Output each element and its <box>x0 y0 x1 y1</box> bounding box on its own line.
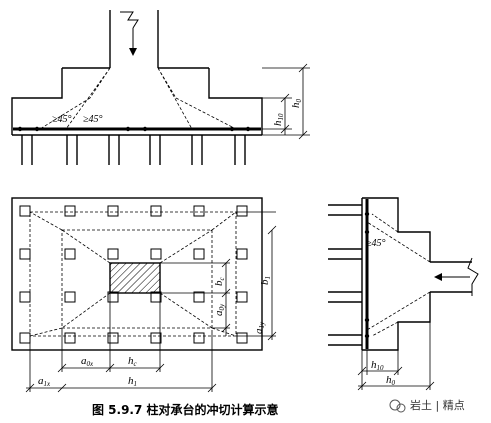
dim-extension-lines <box>262 67 310 136</box>
plan-dim-extensions <box>29 293 213 392</box>
side-dim-lines <box>358 370 430 387</box>
dim-b1-label: b1 <box>259 276 272 285</box>
side-piles <box>328 204 362 346</box>
angle-label-left: ≥45° <box>52 114 72 125</box>
inner-step-outline <box>61 229 213 329</box>
dim-h0-label: h0 <box>290 99 303 109</box>
load-arrow-head <box>129 48 137 56</box>
cap-outline <box>11 197 263 351</box>
side-view: ≥45° h10 h0 <box>328 197 479 391</box>
watermark: 岩土 | 精点 <box>389 398 465 413</box>
plan-dim-vertical <box>225 230 273 340</box>
figure-caption: 图 5.9.7 柱对承台的冲切计算示意 <box>92 402 279 417</box>
side-column-break <box>467 257 479 296</box>
side-punching-lines <box>366 213 431 337</box>
plan-dim-extensions-right <box>160 211 276 337</box>
outer-punching-perimeter <box>29 211 237 337</box>
cap-left-edge <box>11 68 63 135</box>
plan-dim-ticks-bottom <box>25 363 217 393</box>
dim-h1-label: h1 <box>128 375 137 388</box>
angle-label-right: ≥45° <box>83 114 103 125</box>
plan-dim-ticks-right <box>221 225 277 341</box>
side-column-edges <box>430 261 472 293</box>
pile-grid <box>19 205 248 344</box>
cap-right-edge <box>208 68 263 135</box>
plan-punching-diagonals <box>29 211 237 337</box>
elevation-view: ≥45° ≥45° h10 h0 <box>11 10 310 165</box>
side-dim-ticks <box>357 366 435 391</box>
dim-hc-label: hc <box>128 355 138 368</box>
wechat-icon <box>389 399 401 411</box>
side-load-arrow-head <box>434 273 442 281</box>
dim-bc-label: bc <box>213 277 226 287</box>
column-break-mark <box>120 11 139 29</box>
side-rebar-dots <box>364 211 370 339</box>
side-angle-label: ≥45° <box>366 238 386 249</box>
plan-view: a0x hc a1x h1 bc a0y b1 a1y <box>11 197 277 393</box>
watermark-text: 岩土 | 精点 <box>410 398 465 412</box>
side-dim-extensions <box>361 322 431 390</box>
dim-a0y-label: a0y <box>213 303 226 316</box>
dim-a1y-label: a1y <box>253 321 266 334</box>
rebar-dots <box>17 126 251 132</box>
dim-a0x-label: a0x <box>81 355 94 368</box>
side-dim-h0-label: h0 <box>386 374 396 387</box>
side-dim-h10-label: h10 <box>371 359 384 372</box>
plan-dim-horizontal <box>26 367 212 389</box>
dim-h10-label: h10 <box>272 113 285 126</box>
punching-cone-lines <box>39 67 237 130</box>
dim-ticks <box>280 63 308 140</box>
dim-a1x-label: a1x <box>38 375 51 388</box>
column-section <box>109 262 161 294</box>
piles-elevation <box>21 135 246 165</box>
